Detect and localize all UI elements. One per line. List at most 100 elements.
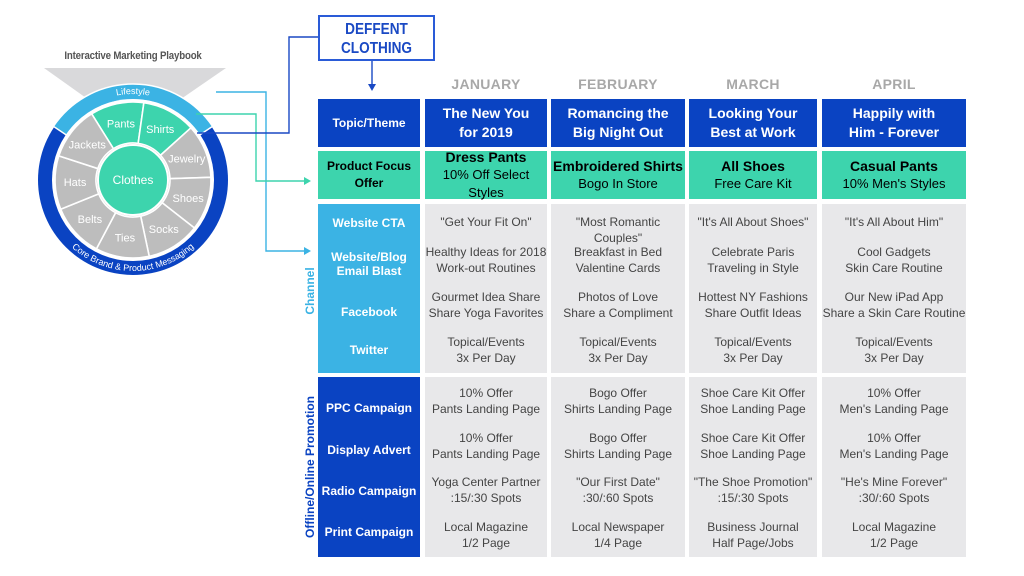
promotion-entry-line: Local Magazine (443, 519, 529, 534)
channel-entry-line: Topical/Events (579, 335, 657, 349)
segment-label: Pants (107, 118, 136, 130)
channel-label: Website CTA (332, 216, 406, 230)
channel-entry-line: Valentine Cards (575, 261, 661, 275)
promotion-label: Radio Campaign (321, 484, 417, 498)
promotion-entry-line: Men's Landing Page (839, 402, 949, 416)
promotion-entry-line: 10% Offer (459, 386, 513, 400)
promotion-entry-line: :30/:60 Spots (582, 491, 654, 505)
channel-entry-line: "Most Romantic Couples" (575, 215, 661, 245)
promotion-entry-line: Shoe Care Kit Offer (700, 386, 806, 400)
channel-entry-line: 3x Per Day (588, 351, 648, 365)
segment-label: Jackets (69, 139, 107, 151)
arrow-head-channel (304, 247, 311, 255)
channel-entry: "It's All About Shoes" (698, 214, 809, 244)
promotion-entry-line: Yoga Center Partner (431, 475, 541, 489)
connector-brand (197, 36, 318, 134)
group-label-channel: Channel (303, 267, 317, 315)
promotion-entry-line: 1/2 Page (461, 535, 511, 550)
promotion-entry-line: Bogo Offer (589, 430, 647, 445)
channel-entry-line: Work-out Routines (436, 261, 536, 275)
channel-entry-line: Photos of Love (577, 290, 659, 304)
channel-entry-line: Breakfast in Bed (573, 245, 663, 259)
channel-entry-line: Share a Compliment (563, 306, 673, 320)
channel-entry-line: Skin Care Routine (845, 261, 943, 275)
channel-label: Website/Blog (331, 250, 407, 264)
brand-line-1: DEFFENT (345, 21, 408, 38)
segment-label: Jewelry (168, 153, 206, 165)
topic-text: Happily with (852, 105, 936, 121)
product-name: Dress Pants (445, 149, 527, 165)
promotion-entry-line: 10% Offer (867, 430, 921, 445)
promotion-entry-line: Shirts Landing Page (563, 446, 673, 461)
promotion-entry: Yoga Center Partner :15/:30 Spots (432, 474, 541, 519)
promotion-entry-line: Half Page/Jobs (712, 535, 794, 550)
promotion-entry: "The Shoe Promotion" :15/:30 Spots (694, 474, 813, 519)
promotion-entry-line: Business Journal (707, 519, 799, 534)
topic-text: Him - Forever (848, 124, 940, 140)
promotion-entry: "Our First Date":30/:60 Spots (576, 474, 660, 519)
promotion-entry-line: :15/:30 Spots (450, 491, 522, 505)
channel-entry-line: Share Yoga Favorites (428, 306, 544, 320)
channel-entry: "Most Romantic Couples" (551, 214, 685, 245)
month-header: FEBRUARY (578, 76, 658, 92)
topic-text: Looking Your (708, 105, 798, 121)
segment-label: Socks (149, 224, 179, 236)
promotion-entry-line: :30/:60 Spots (858, 491, 930, 505)
channel-entry-line: Gourmet Idea Share (431, 290, 541, 304)
topic-text: Romancing the (567, 105, 669, 121)
month-header: JANUARY (451, 76, 521, 92)
promotion-entry-line: Shoe Landing Page (700, 402, 806, 416)
product-offer: 10% Off Select Styles (442, 167, 530, 200)
channel-entry-line: Traveling in Style (707, 261, 799, 275)
month-header: APRIL (872, 76, 916, 92)
channel-entry-line: Topical/Events (714, 335, 792, 349)
segment-label: Ties (115, 232, 136, 244)
group-label-promotion: Offline/Online Promotion (303, 396, 317, 538)
topic-text: Big Night Out (572, 124, 664, 140)
product-name: Embroidered Shirts (553, 158, 683, 174)
promotion-entry-line: 10% Offer (459, 430, 513, 445)
promotion-entry: "He's Mine Forever":30/:60 Spots (841, 474, 947, 519)
promotion-entry-line: Shoe Care Kit Offer (700, 430, 806, 445)
product-name: All Shoes (721, 158, 785, 174)
promotion-entry-line: :15/:30 Spots (717, 491, 789, 505)
topic-text: for 2019 (459, 124, 513, 140)
promotion-entry-line: Local Magazine (851, 519, 937, 534)
channel-entry-line: Healthy Ideas for 2018 (425, 245, 547, 259)
promotion-entry-line: "The Shoe Promotion" (693, 475, 813, 489)
promotion-entry-line: Shirts Landing Page (563, 402, 673, 416)
channel-entry-line: Celebrate Paris (711, 245, 795, 259)
row-label-product: Product Focus Offer (318, 151, 420, 199)
promotion-label: PPC Campaign (325, 401, 412, 415)
promotion-entry-line: Shoe Landing Page (700, 446, 806, 461)
segment-jackets (57, 112, 115, 170)
channel-entry-line: Share Outfit Ideas (704, 306, 802, 320)
lifestyle-label: Lifestyle (115, 86, 151, 98)
